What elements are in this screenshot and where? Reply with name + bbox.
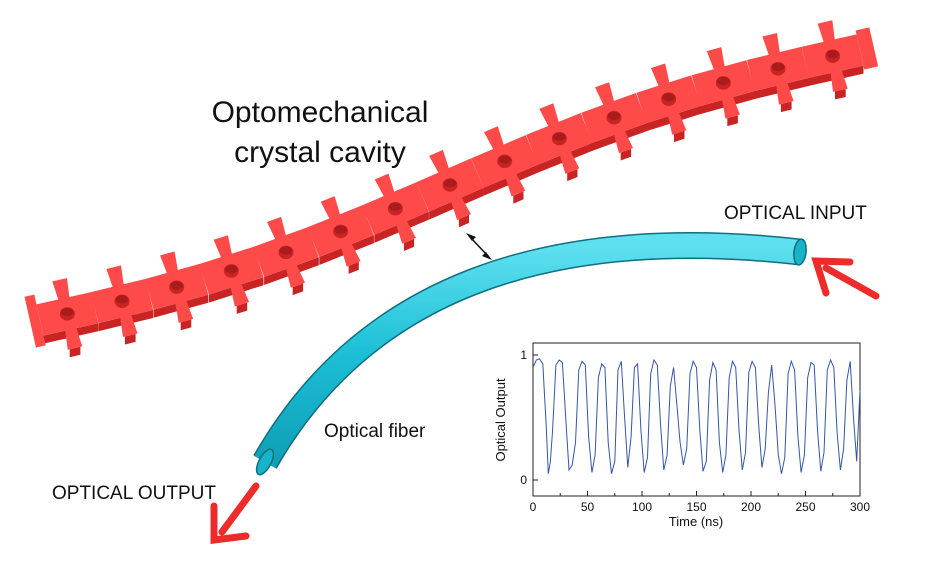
cavity-tooth-side (69, 346, 81, 358)
cavity-hole-shade (224, 264, 238, 274)
cavity-tooth-side (124, 333, 136, 345)
optical-fiber-label: Optical fiber (324, 421, 426, 442)
chart-y-tick-label: 1 (520, 348, 527, 362)
chart-x-tick-label: 250 (795, 500, 815, 514)
cavity-tooth (267, 216, 287, 241)
cavity-hole-shade (388, 202, 402, 212)
cavity-hole-shade (279, 246, 293, 255)
chart-x-ticks: 0 50 100 150 200 250 300 (530, 491, 870, 514)
cavity-end-left (24, 294, 46, 348)
cavity-tooth-side (236, 302, 248, 314)
chart-x-tick-label: 50 (581, 500, 595, 514)
cavity-tooth-side (780, 101, 792, 113)
cavity-tooth (120, 313, 138, 337)
cavity-label-line1: Optomechanical (212, 96, 429, 129)
cavity-tooth (395, 219, 416, 244)
cavity-tooth-side (180, 319, 192, 331)
cavity-tooth (340, 242, 361, 267)
optomechanical-crystal-cavity (24, 20, 879, 358)
cavity-tooth (667, 110, 687, 135)
cavity-tooth (830, 68, 848, 92)
cavity-tooth-side (727, 115, 738, 127)
chart-y-tick-label: 0 (520, 473, 527, 487)
chart-x-tick-label: 200 (741, 500, 761, 514)
cavity-hole-shade (60, 307, 74, 317)
cavity-tooth (706, 47, 725, 71)
cavity-tooth (817, 20, 835, 44)
cavity-hole-shade (716, 76, 730, 86)
cavity-tooth-side (567, 169, 578, 182)
cavity-hole-shade (170, 281, 184, 290)
cavity-tooth (106, 265, 124, 289)
input-arrow-icon (811, 257, 880, 300)
cavity-hole-shade (443, 179, 457, 188)
optical-output-label: OPTICAL OUTPUT (52, 483, 216, 504)
cavity-tooth (230, 282, 250, 307)
cavity-tooth (505, 172, 526, 197)
chart-x-tick-label: 150 (686, 500, 706, 514)
cavity-tooth (160, 251, 179, 276)
cavity-end-right (855, 27, 879, 70)
chart-series-line (532, 358, 861, 474)
cavity-tooth-side (292, 283, 304, 296)
cavity-tooth-side (674, 130, 685, 143)
cavity-tooth-side (620, 148, 632, 161)
cavity-tooth-side (835, 89, 846, 100)
cavity-tooth (65, 326, 83, 350)
chart-x-tick-label: 300 (850, 500, 870, 514)
cavity-hole-shade (607, 111, 621, 121)
cavity-tooth-side (404, 238, 415, 251)
cavity-tooth (320, 196, 341, 221)
optical-fiber (253, 232, 807, 476)
cavity-tooth (52, 278, 70, 302)
cavity-tooth (539, 103, 560, 128)
chart-y-axis-label: Optical Output (493, 378, 508, 461)
cavity-tooth (776, 81, 794, 105)
chart-plot-frame (532, 342, 861, 497)
coupling-gap-double-arrow (466, 233, 492, 260)
cavity-tooth (484, 126, 505, 151)
cavity-tooth-side (348, 261, 359, 274)
cavity-tooth (429, 149, 450, 175)
cavity-hole-shade (498, 155, 512, 164)
cavity-hole-shade (115, 295, 129, 304)
chart-y-ticks: 01 (520, 348, 538, 487)
cavity-tooth (613, 129, 633, 154)
chart-x-axis-label: Time (ns) (669, 514, 723, 529)
optical-input-label: OPTICAL INPUT (724, 203, 867, 224)
cavity-hole-shade (662, 93, 676, 102)
cavity-hole-shade (552, 132, 566, 141)
cavity-hole-shade (826, 50, 840, 59)
chart-x-tick-label: 0 (530, 500, 537, 514)
cavity-tooth (762, 33, 780, 57)
cavity-tooth-side (513, 191, 524, 204)
cavity-tooth (721, 94, 740, 119)
cavity-hole-shade (334, 225, 348, 234)
cavity-tooth (650, 63, 670, 88)
cavity-tooth (559, 149, 580, 174)
cavity-tooth (595, 82, 615, 107)
cavity-tooth (450, 195, 471, 221)
output-arrow-icon (210, 482, 260, 544)
cavity-tooth (175, 299, 194, 323)
cavity-tooth (374, 173, 395, 198)
cavity-tooth (213, 235, 233, 260)
cavity-tooth (285, 263, 305, 288)
cavity-label-line2: crystal cavity (234, 136, 406, 169)
chart-x-tick-label: 100 (632, 500, 652, 514)
cavity-hole-shade (771, 62, 785, 72)
cavity-tooth-side (458, 214, 469, 228)
